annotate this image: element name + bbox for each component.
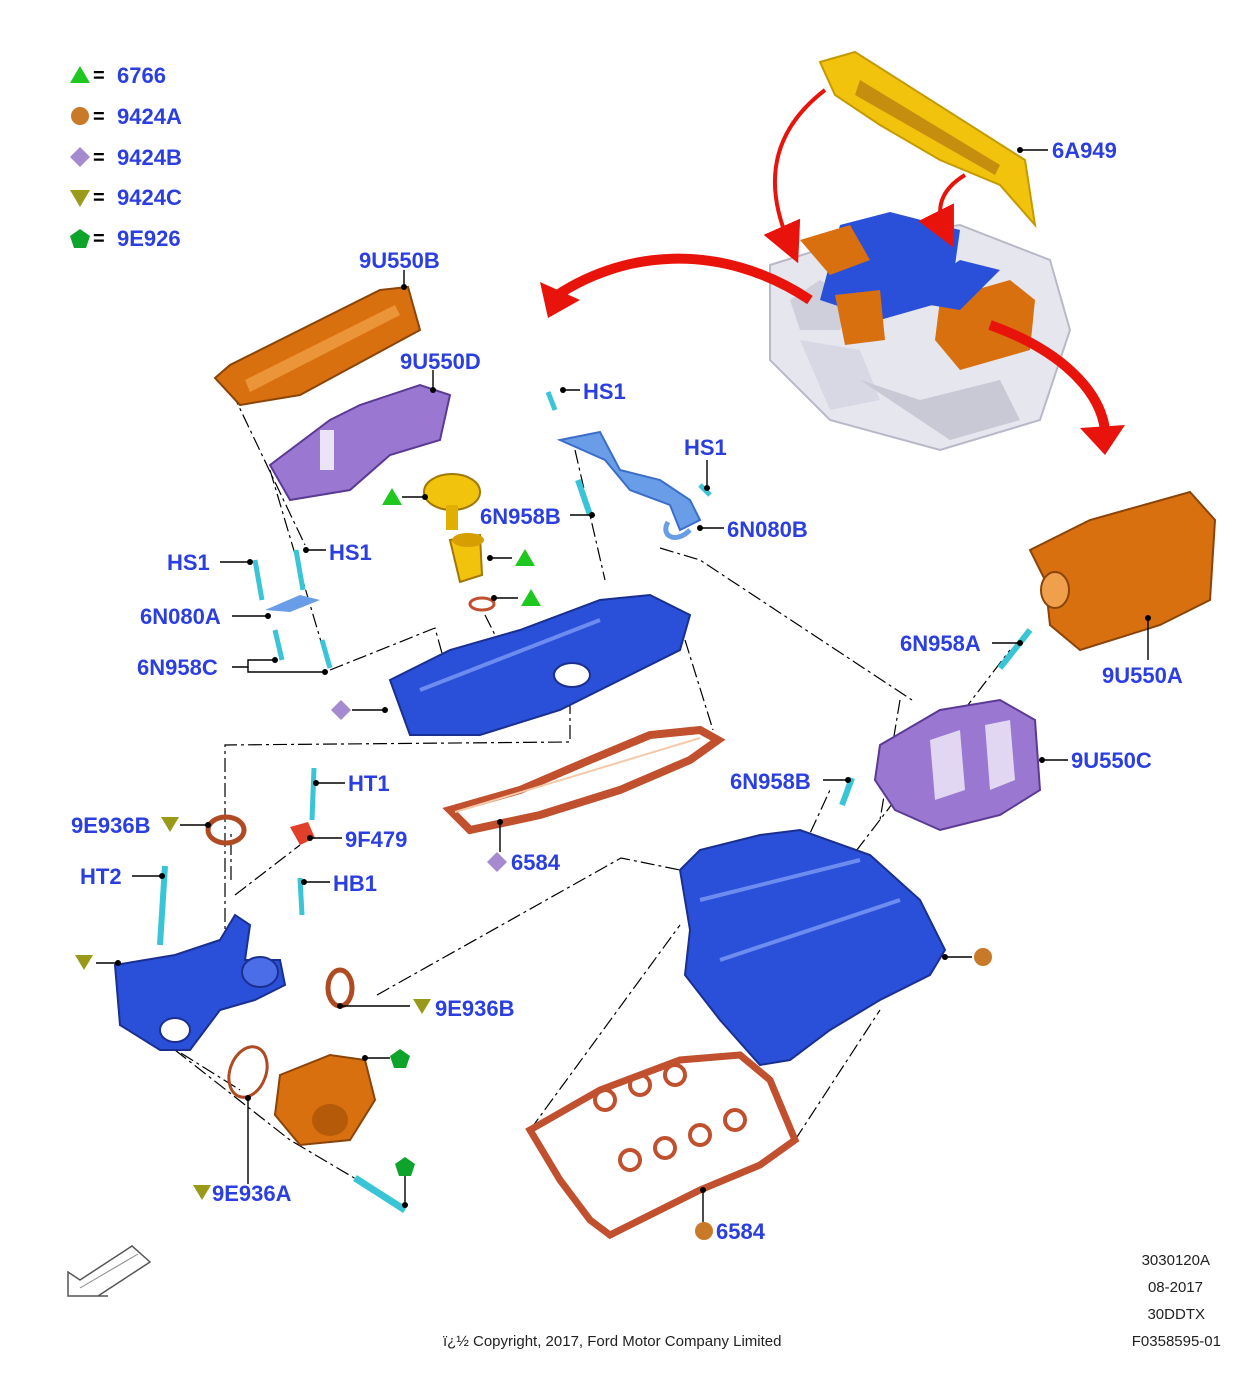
- sensor-9F479: [290, 822, 315, 845]
- red-arrow-icon: [540, 88, 1125, 455]
- label-9E936B-lower: 9E936B: [435, 996, 515, 1021]
- bracket-9U550D: [268, 383, 452, 502]
- throttle-housing: [113, 913, 287, 1051]
- svg-text:=: =: [93, 65, 105, 87]
- svg-text:6766: 6766: [117, 63, 166, 88]
- oring-9E936B-left: [205, 814, 247, 846]
- label-HS1-top: HS1: [583, 379, 626, 404]
- engine-cover-6A949: [818, 50, 1037, 229]
- gasket-6584-mid: [442, 725, 726, 835]
- label-6A949: 6A949: [1052, 138, 1117, 163]
- legend-row-9424C: = 9424C: [70, 185, 182, 210]
- label-6N958A: 6N958A: [900, 631, 981, 656]
- label-HB1: HB1: [333, 871, 377, 896]
- olive-triangle-down-icon: [161, 817, 179, 832]
- label-HS1-mid: HS1: [329, 540, 372, 565]
- label-HT2: HT2: [80, 864, 122, 889]
- oring-9E936A: [227, 1045, 269, 1099]
- svg-text:=: =: [93, 228, 105, 250]
- legend-row-6766: = 6766: [70, 63, 166, 88]
- cover-9U550B: [213, 285, 422, 407]
- olive-triangle-down-icon: [193, 1185, 211, 1200]
- svg-text:=: =: [93, 147, 105, 169]
- callout-symbols: [75, 488, 992, 1240]
- brown-circle-icon: [71, 107, 89, 125]
- label-HS1-right: HS1: [684, 435, 727, 460]
- oil-filler-cap: [423, 473, 481, 530]
- svg-text:9E926: 9E926: [117, 226, 181, 251]
- label-9E936A: 9E936A: [212, 1181, 292, 1206]
- footer-copyright: ï¿½ Copyright, 2017, Ford Motor Company …: [443, 1333, 781, 1350]
- oil-filler-neck: [448, 533, 484, 584]
- label-HS1-left: HS1: [167, 550, 210, 575]
- gasket-6584-bottom: [525, 1051, 800, 1240]
- part-labels: 6A949 9U550B 9U550D HS1 HS1 6N958B 6N080…: [71, 138, 1183, 1244]
- label-6584-bottom: 6584: [716, 1219, 766, 1244]
- bolts-right: [839, 628, 1033, 807]
- legend-row-9E926: = 9E926: [70, 226, 181, 251]
- label-9E936B-left: 9E936B: [71, 813, 151, 838]
- svg-text:=: =: [93, 106, 105, 128]
- legend: = 6766 = 9424A = 9424B = 9424C = 9E926: [70, 63, 182, 251]
- label-9F479: 9F479: [345, 827, 407, 852]
- label-9U550A: 9U550A: [1102, 663, 1183, 688]
- legend-row-9424B: = 9424B: [70, 145, 182, 170]
- bolts-lower: [157, 767, 407, 1213]
- footer-code: 3030120A: [1142, 1252, 1210, 1269]
- direction-arrow-icon: [67, 1245, 152, 1297]
- green-pentagon-icon: [70, 229, 90, 248]
- label-9U550B: 9U550B: [359, 248, 440, 273]
- brown-circle-icon: [695, 1222, 713, 1240]
- green-triangle-icon: [515, 549, 535, 566]
- olive-triangle-down-icon: [70, 190, 90, 207]
- oring-9E936B-lower: [325, 967, 355, 1009]
- label-6N958B-mid: 6N958B: [730, 769, 811, 794]
- manifold-right: [678, 828, 947, 1067]
- legend-row-9424A: = 9424A: [71, 104, 182, 129]
- svg-text:=: =: [93, 187, 105, 209]
- bolts-left: [252, 549, 333, 669]
- label-6N958C: 6N958C: [137, 655, 218, 680]
- oil-filler-oring: [468, 596, 496, 612]
- label-HT1: HT1: [348, 771, 390, 796]
- purple-diamond-icon: [70, 147, 90, 167]
- green-triangle-icon: [382, 488, 402, 505]
- green-triangle-icon: [521, 589, 541, 606]
- olive-triangle-down-icon: [75, 955, 93, 970]
- label-6584-mid: 6584: [511, 850, 561, 875]
- olive-triangle-down-icon: [413, 999, 431, 1014]
- label-6N080A: 6N080A: [140, 604, 221, 629]
- label-6N080B: 6N080B: [727, 517, 808, 542]
- brown-circle-icon: [974, 948, 992, 966]
- leaders: [96, 147, 1151, 1222]
- cover-9U550A: [1028, 490, 1217, 652]
- engine-assembly-illustration: [769, 212, 1072, 452]
- footer-date: 08-2017: [1148, 1279, 1203, 1296]
- purple-diamond-icon: [487, 852, 507, 872]
- footer: 3030120A 08-2017 30DDTX F0358595-01 ï¿½ …: [443, 1252, 1221, 1350]
- svg-text:9424A: 9424A: [117, 104, 182, 129]
- label-9U550D: 9U550D: [400, 349, 481, 374]
- label-6N958B-top: 6N958B: [480, 504, 561, 529]
- bracket-9U550C: [873, 698, 1042, 832]
- svg-text:9424C: 9424C: [117, 185, 182, 210]
- label-9U550C: 9U550C: [1071, 748, 1152, 773]
- throttle-body-9E926: [273, 1053, 377, 1147]
- manifold-left: [388, 593, 692, 736]
- green-triangle-icon: [70, 66, 90, 83]
- svg-text:9424B: 9424B: [117, 145, 182, 170]
- green-pentagon-icon: [390, 1049, 410, 1068]
- footer-engine: 30DDTX: [1147, 1306, 1205, 1323]
- footer-ref: F0358595-01: [1132, 1333, 1221, 1350]
- purple-diamond-icon: [331, 700, 351, 720]
- green-pentagon-icon: [395, 1157, 415, 1176]
